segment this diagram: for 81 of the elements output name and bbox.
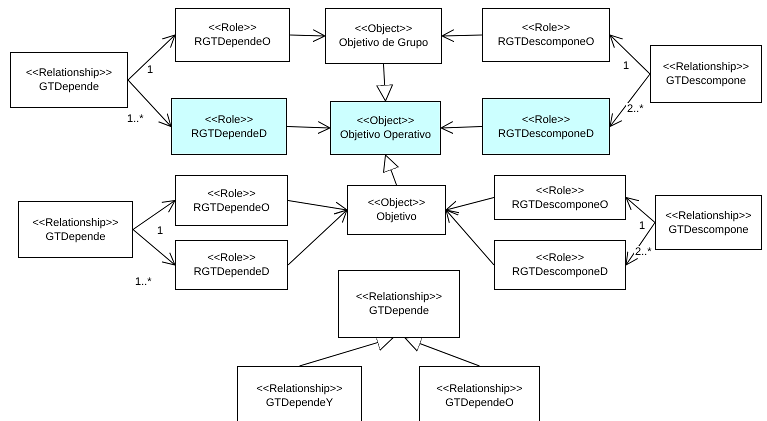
- generalization-arrow: [383, 154, 400, 186]
- multiplicity-label: 1..*: [126, 113, 145, 125]
- generalization-arrow: [404, 336, 480, 366]
- stereotype-label: <<Role>>: [207, 21, 258, 35]
- class-box: [10, 52, 128, 108]
- class-name: RGTDependeO: [193, 35, 272, 49]
- multiplicity-label: 2..*: [634, 246, 653, 258]
- stereotype-label: <<Relationship>>: [435, 382, 524, 396]
- multiplicity-label: 1: [146, 64, 154, 76]
- class-box: [18, 201, 133, 258]
- class-box: [171, 98, 287, 155]
- arrow: [610, 34, 650, 74]
- generalization-arrow: [376, 64, 394, 102]
- class-name: GTDepende: [368, 304, 430, 318]
- arrow: [288, 200, 348, 215]
- stereotype-label: <<Relationship>>: [664, 208, 753, 222]
- class-box: [175, 175, 288, 226]
- arrow: [132, 229, 176, 266]
- class-name: RGTDescomponeD: [497, 126, 595, 140]
- stereotype-label: <<Role>>: [534, 251, 586, 265]
- class-box: [325, 8, 442, 64]
- class-box: [419, 366, 540, 421]
- multiplicity-label: 1..*: [134, 276, 153, 288]
- class-box: [482, 8, 610, 62]
- arrow: [626, 222, 656, 266]
- class-name: Objetivo de Grupo: [338, 36, 430, 50]
- arrow: [442, 29, 482, 42]
- class-name: GTDepende: [44, 230, 106, 244]
- class-name: RGTDependeO: [192, 200, 271, 214]
- arrow: [440, 121, 482, 134]
- stereotype-label: <<Role>>: [206, 251, 257, 265]
- class-box: [338, 270, 460, 338]
- class-name: RGTDescomponeD: [511, 265, 609, 279]
- class-name: RGTDependeD: [190, 126, 268, 140]
- class-box: [482, 98, 610, 155]
- class-name: RGTDependeD: [192, 265, 270, 279]
- arrow: [446, 210, 494, 266]
- arrow: [128, 80, 172, 127]
- class-name: RGTDescomponeO: [510, 198, 610, 212]
- class-box: [650, 45, 762, 103]
- class-box: [175, 8, 290, 62]
- multiplicity-label: 1: [638, 220, 646, 232]
- class-box: [237, 366, 362, 421]
- class-name: RGTDescomponeO: [496, 35, 596, 49]
- arrow: [290, 29, 326, 42]
- arrow: [132, 200, 176, 230]
- class-name: GTDependeY: [264, 396, 334, 410]
- stereotype-label: <<Relationship>>: [662, 60, 750, 74]
- multiplicity-label: 1: [622, 60, 630, 72]
- stereotype-label: <<Role>>: [204, 112, 254, 126]
- stereotype-label: <<Role>>: [206, 186, 257, 200]
- stereotype-label: <<Relationship>>: [255, 382, 344, 396]
- class-box: [494, 175, 626, 220]
- class-name: GTDependeO: [444, 396, 515, 410]
- class-box: [494, 240, 626, 290]
- class-box: [175, 240, 288, 290]
- stereotype-label: <<Role>>: [534, 184, 586, 198]
- class-name: GTDescompone: [667, 222, 750, 236]
- stereotype-label: <<Role>>: [520, 21, 572, 35]
- arrow: [288, 210, 348, 266]
- stereotype-label: <<Relationship>>: [354, 290, 444, 304]
- class-name: Objetivo Operativo: [338, 128, 432, 142]
- stereotype-label: <<Object>>: [366, 196, 426, 210]
- class-box: [347, 185, 446, 235]
- class-name: GTDescompone: [664, 74, 748, 88]
- class-box: [655, 195, 762, 250]
- class-name: GTDepende: [38, 80, 100, 94]
- arrow: [610, 74, 650, 127]
- arrow: [128, 34, 176, 80]
- stereotype-label: <<Object>>: [354, 22, 414, 36]
- class-name: Objetivo: [375, 210, 418, 224]
- arrow: [626, 197, 656, 223]
- arrow: [286, 121, 330, 134]
- arrow: [446, 197, 494, 214]
- stereotype-label: <<Relationship>>: [31, 216, 120, 230]
- stereotype-label: <<Role>>: [520, 112, 572, 126]
- class-box: [330, 101, 441, 155]
- multiplicity-label: 1: [156, 225, 164, 237]
- stereotype-label: <<Object>>: [356, 114, 416, 128]
- stereotype-label: <<Relationship>>: [24, 66, 114, 80]
- multiplicity-label: 2..*: [626, 103, 645, 115]
